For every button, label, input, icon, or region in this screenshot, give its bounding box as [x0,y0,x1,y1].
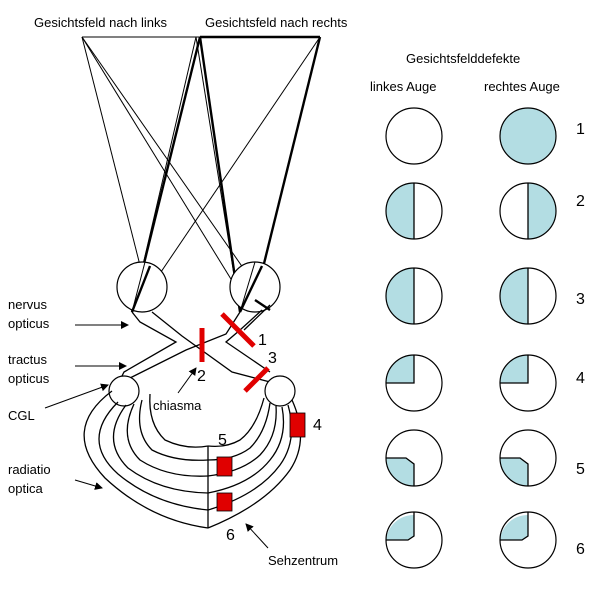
right-eye [229,261,281,313]
defect-row-3: 3 [385,267,585,325]
label-arrows [44,321,269,549]
cgl-right [264,375,296,407]
lesions [199,312,306,512]
lesion-number-2: 2 [197,368,206,385]
lesion-number-5: 5 [218,432,227,449]
defect-1-right [499,107,557,165]
lesion-6-box [216,492,233,512]
opticus-label-1: opticus [8,316,50,331]
defects-title: Gesichtsfelddefekte [406,51,520,66]
left-eye-label: linkes Auge [370,79,437,94]
tractus-label: tractus [8,352,48,367]
radiatio-optica [83,390,302,529]
lesion-4-box [289,412,306,438]
cgl-label: CGL [8,408,35,423]
defect-row-number-4: 4 [576,370,585,387]
right-eye-label: rechtes Auge [484,79,560,94]
defect-1-left [385,107,443,165]
lesion-number-3: 3 [268,350,277,367]
lesion-number-4: 4 [313,417,322,434]
radiatio-label: radiatio [8,462,51,477]
defect-row-number-3: 3 [576,291,585,308]
lesion-3-bar [243,366,270,393]
lesion-number-6: 6 [226,527,235,544]
chiasma-label: chiasma [153,398,202,413]
cgl-left [108,375,140,407]
lesion-5-box [216,456,233,477]
sehzentrum-label: Sehzentrum [268,553,338,568]
defect-row-2: 2 [385,182,585,240]
defect-row-number-2: 2 [576,193,585,210]
defect-row-number-6: 6 [576,541,585,558]
lesion-1-bar [220,312,256,348]
nervus-label: nervus [8,297,48,312]
visual-field-rays [81,35,322,313]
defect-1-right-fill [500,108,556,164]
lesion-number-1: 1 [258,332,267,349]
eye-rays [130,261,271,313]
defect-row-number-1: 1 [576,121,585,138]
optica-label: optica [8,481,43,496]
defect-row-5: 5 [385,429,585,487]
defect-row-number-5: 5 [576,461,585,478]
defect-row-4: 4 [385,354,585,412]
field-left-label: Gesichtsfeld nach links [34,15,167,30]
defect-row-6: 6 [385,511,585,569]
defect-row-1: 1 [385,107,585,165]
optic-pathway [113,304,271,393]
field-right-label: Gesichtsfeld nach rechts [205,15,348,30]
opticus-label-2: opticus [8,371,50,386]
